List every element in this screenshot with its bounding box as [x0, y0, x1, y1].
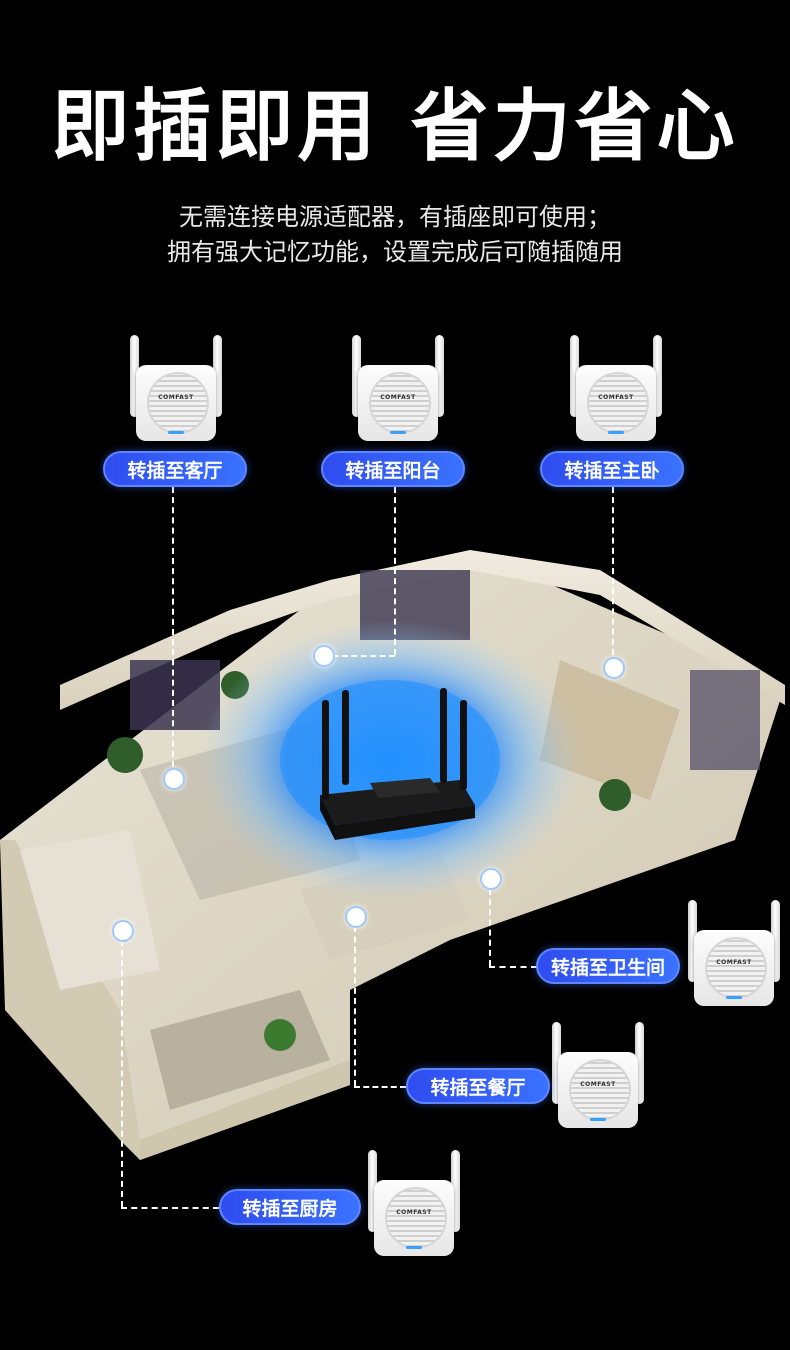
subtitle-line-2: 拥有强大记忆功能，设置完成后可随插随用 — [167, 238, 623, 266]
label-balcony: 转插至阳台 — [321, 451, 465, 487]
extender-kitchen: COMFAST — [366, 1150, 462, 1260]
back-wall — [60, 550, 785, 710]
label-dining: 转插至餐厅 — [406, 1068, 550, 1104]
location-dot-bedroom — [603, 657, 625, 679]
house-floorplan-illustration — [0, 550, 785, 1160]
connector-living-room-vertical — [172, 487, 174, 777]
window-right — [690, 670, 760, 770]
subtitle-line-1: 无需连接电源适配器，有插座即可使用； — [179, 203, 611, 231]
connector-bathroom-horizontal — [489, 966, 537, 968]
location-dot-living-room — [163, 768, 185, 790]
plant-3 — [599, 779, 631, 811]
location-dot-kitchen — [112, 920, 134, 942]
headline: 即插即用 省力省心 — [51, 82, 739, 172]
window-left — [130, 660, 220, 730]
extender-bedroom: COMFAST — [568, 335, 664, 445]
location-dot-dining — [345, 906, 367, 928]
extender-balcony: COMFAST — [350, 335, 446, 445]
label-living-room: 转插至客厅 — [103, 451, 247, 487]
extender-living-room: COMFAST — [128, 335, 224, 445]
location-dot-balcony — [313, 645, 335, 667]
connector-bedroom-vertical — [612, 487, 614, 665]
connector-bathroom-vertical — [489, 879, 491, 966]
connector-kitchen-vertical — [121, 930, 123, 1207]
extender-dining: COMFAST — [550, 1022, 646, 1132]
extender-bathroom: COMFAST — [686, 900, 782, 1010]
connector-kitchen-horizontal — [121, 1207, 219, 1209]
plant-1 — [107, 737, 143, 773]
router — [320, 688, 475, 840]
front-wall — [140, 1060, 350, 1160]
label-kitchen: 转插至厨房 — [219, 1189, 361, 1225]
connector-balcony-horizontal — [323, 655, 395, 657]
kitchen — [20, 830, 160, 990]
label-bedroom: 转插至主卧 — [540, 451, 684, 487]
plant-4 — [264, 1019, 296, 1051]
label-bathroom: 转插至卫生间 — [536, 948, 680, 984]
connector-balcony-vertical — [394, 487, 396, 655]
left-wall — [0, 840, 140, 1160]
connector-dining-horizontal — [354, 1086, 406, 1088]
location-dot-bathroom — [480, 868, 502, 890]
connector-dining-vertical — [354, 916, 356, 1086]
